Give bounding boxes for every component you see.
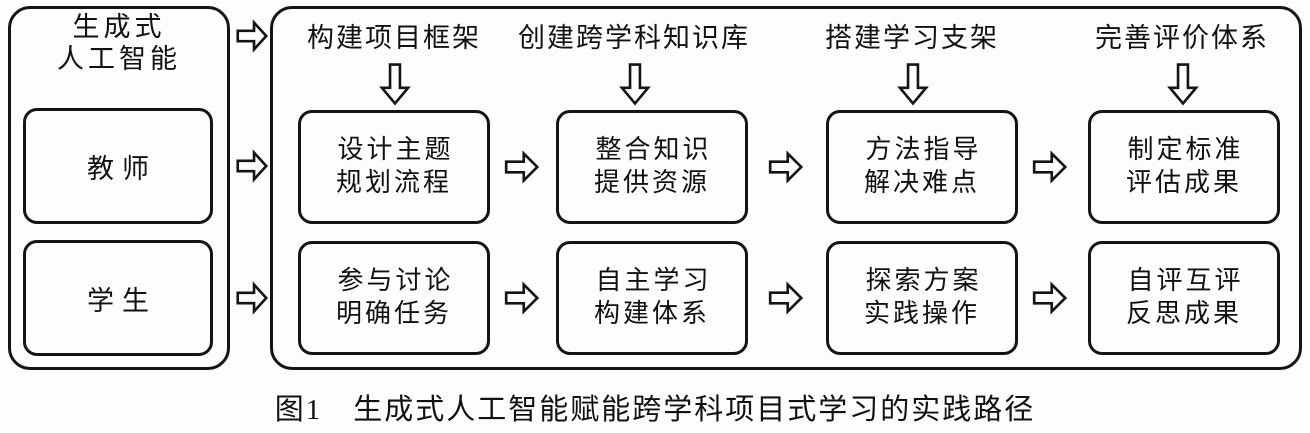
stage-box-teacher-4-label: 制定标准 评估成果 <box>1125 135 1244 197</box>
stage-box-student-3-label: 探索方案 实践操作 <box>863 266 982 328</box>
stage-box-student-2: 自主学习 构建体系 <box>556 241 748 355</box>
arrow-right-teacher-3-to-4 <box>1032 150 1068 184</box>
column-header-1: 构建项目框架 <box>307 22 481 53</box>
stage-box-teacher-3-label: 方法指导 解决难点 <box>863 135 982 197</box>
arrow-down-column-3 <box>897 62 929 106</box>
column-header-4: 完善评价体系 <box>1095 22 1269 53</box>
stage-box-teacher-1: 设计主题 规划流程 <box>298 110 490 224</box>
stage-box-teacher-1-label: 设计主题 规划流程 <box>335 135 454 197</box>
stage-box-teacher-4: 制定标准 评估成果 <box>1088 110 1280 224</box>
column-header-3: 搭建学习支架 <box>825 22 999 53</box>
arrow-down-column-1 <box>379 62 411 106</box>
role-box-teacher: 教师 <box>23 108 213 224</box>
arrow-down-column-2 <box>619 62 651 106</box>
arrow-right-student-to-row <box>236 281 268 315</box>
stage-box-student-4-label: 自评互评 反思成果 <box>1125 266 1244 328</box>
arrow-right-teacher-2-to-3 <box>768 150 804 184</box>
arrow-right-teacher-1-to-2 <box>504 150 540 184</box>
arrow-right-teacher-to-row <box>236 149 268 183</box>
arrow-right-student-1-to-2 <box>504 281 540 315</box>
arrow-down-column-4 <box>1167 62 1199 106</box>
stage-box-student-1: 参与讨论 明确任务 <box>298 241 490 355</box>
stage-box-student-2-label: 自主学习 构建体系 <box>593 266 712 328</box>
arrow-right-student-2-to-3 <box>768 281 804 315</box>
column-header-2: 创建跨学科知识库 <box>518 22 750 53</box>
arrow-right-ai-to-framework <box>236 19 268 53</box>
stage-box-student-3: 探索方案 实践操作 <box>826 241 1018 355</box>
stage-box-student-1-label: 参与讨论 明确任务 <box>335 266 454 328</box>
role-label-student: 学生 <box>87 285 157 316</box>
stage-box-teacher-3: 方法指导 解决难点 <box>826 110 1018 224</box>
stage-box-student-4: 自评互评 反思成果 <box>1088 241 1280 355</box>
stage-box-teacher-2-label: 整合知识 提供资源 <box>593 135 712 197</box>
role-box-student: 学生 <box>23 240 213 356</box>
stage-box-teacher-2: 整合知识 提供资源 <box>556 110 748 224</box>
generative-ai-title: 生成式 人工智能 <box>57 12 181 74</box>
arrow-right-student-3-to-4 <box>1032 281 1068 315</box>
figure-caption: 图1 生成式人工智能赋能跨学科项目式学习的实践路径 <box>274 394 1036 426</box>
role-label-teacher: 教师 <box>87 153 157 184</box>
